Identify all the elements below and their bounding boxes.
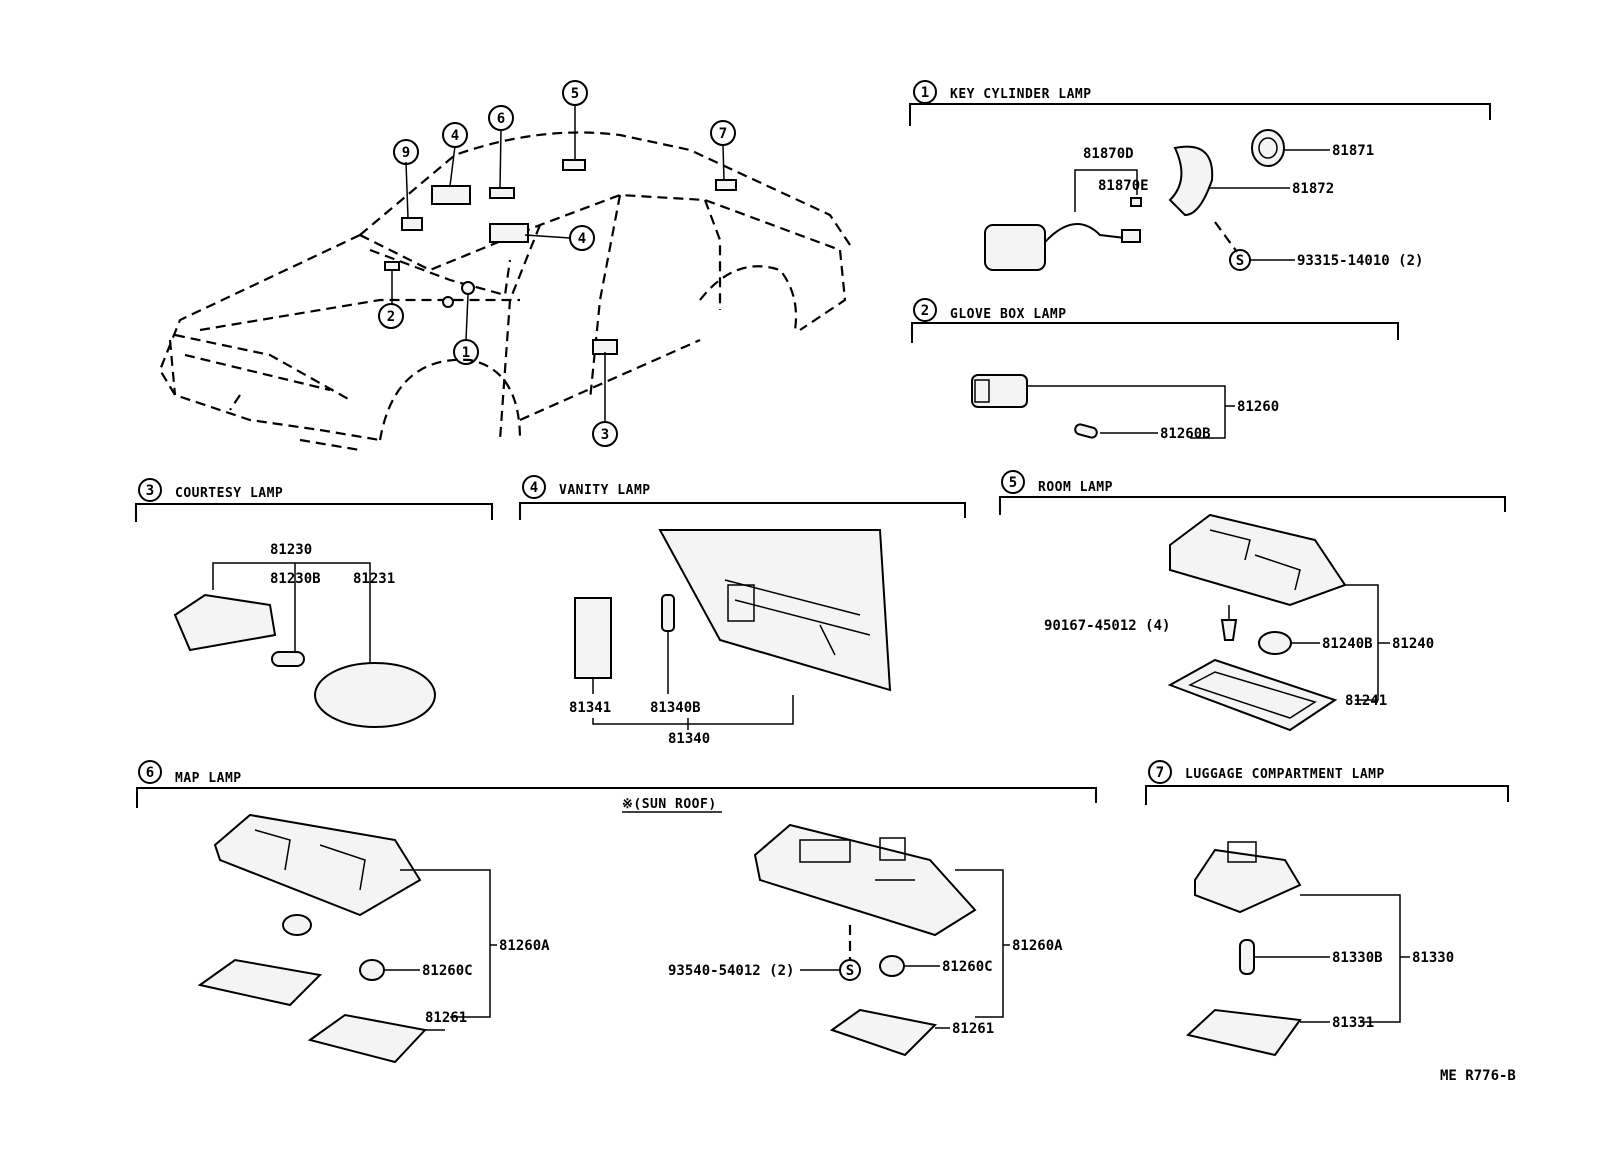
- label-81260C-left: 81260C: [422, 963, 473, 979]
- section-map-lamp: 6 MAP LAMP ※(SUN ROOF) 81260A 81260C 812…: [136, 760, 1097, 1064]
- svg-text:4: 4: [530, 480, 538, 496]
- car-callout-1: 1: [453, 339, 479, 365]
- car-callout-7: 7: [710, 120, 736, 146]
- svg-text:6: 6: [146, 765, 154, 781]
- room-lamp-lens: [1167, 658, 1338, 732]
- section-title: LUGGAGE COMPARTMENT LAMP: [1185, 767, 1385, 782]
- label-81330: 81330: [1412, 950, 1454, 966]
- car-callout-4-lower: 4: [569, 225, 595, 251]
- label-81870D: 81870D: [1083, 146, 1134, 162]
- label-81261-left: 81261: [425, 1010, 467, 1026]
- car-overview-illustration: 5 6 7 9 4 4 2 1: [158, 80, 851, 452]
- section-glove-box-lamp: 2 GLOVE BOX LAMP 81260 81260B: [911, 298, 1399, 442]
- part-81341: [574, 597, 612, 679]
- label-81331: 81331: [1332, 1015, 1374, 1031]
- svg-text:3: 3: [601, 427, 609, 443]
- car-callout-3: 3: [592, 421, 618, 447]
- svg-text:1: 1: [921, 85, 929, 101]
- section-courtesy-lamp: 3 COURTESY LAMP 81230 81230B 81231: [135, 478, 493, 728]
- label-81260: 81260: [1237, 399, 1279, 415]
- glove-box-lamp-part: [971, 374, 1028, 408]
- section-luggage-compartment-lamp: 7 LUGGAGE COMPARTMENT LAMP 81330B 81330 …: [1145, 760, 1509, 1057]
- sunroof-note: ※(SUN ROOF): [622, 797, 717, 812]
- label-81340: 81340: [668, 731, 710, 747]
- label-81241: 81241: [1345, 693, 1387, 709]
- label-81260A-left: 81260A: [499, 938, 550, 954]
- svg-text:S: S: [846, 963, 854, 979]
- car-callout-4-upper: 4: [442, 122, 468, 148]
- map-lamp-housing-left: [213, 813, 422, 917]
- map-lens-left-2: [307, 1013, 427, 1064]
- section-title: GLOVE BOX LAMP: [950, 307, 1067, 322]
- label-81872: 81872: [1292, 181, 1334, 197]
- section-vanity-lamp: 4 VANITY LAMP 81341 81340B 81340: [519, 475, 966, 747]
- label-81240B: 81240B: [1322, 636, 1373, 652]
- svg-text:6: 6: [497, 111, 505, 127]
- map-lens-left-1: [197, 958, 323, 1007]
- label-81231: 81231: [353, 571, 395, 587]
- svg-text:S: S: [1236, 253, 1244, 269]
- svg-text:7: 7: [719, 126, 727, 142]
- svg-text:3: 3: [146, 483, 154, 499]
- svg-text:9: 9: [402, 145, 410, 161]
- label-93315-14010: 93315-14010 (2): [1297, 253, 1423, 269]
- svg-text:2: 2: [387, 309, 395, 325]
- label-81330B: 81330B: [1332, 950, 1383, 966]
- car-callout-5: 5: [562, 80, 588, 106]
- section-title: MAP LAMP: [175, 771, 242, 786]
- label-81260C-right: 81260C: [942, 959, 993, 975]
- label-93540-54012: 93540-54012 (2): [668, 963, 794, 979]
- section-title: VANITY LAMP: [559, 483, 651, 498]
- key-cylinder-lamp-part: [984, 224, 1046, 271]
- section-key-cylinder-lamp: 1 KEY CYLINDER LAMP 81870D 81870E 81872 …: [909, 80, 1491, 271]
- section-room-lamp: 5 ROOM LAMP 81240 90167-45012 (4) 81240B…: [999, 470, 1506, 732]
- label-81340B: 81340B: [650, 700, 701, 716]
- courtesy-lamp-housing: [173, 593, 277, 652]
- svg-text:5: 5: [1009, 475, 1017, 491]
- car-callout-6: 6: [488, 105, 514, 131]
- svg-text:4: 4: [451, 128, 459, 144]
- label-81240: 81240: [1392, 636, 1434, 652]
- section-title: COURTESY LAMP: [175, 486, 283, 501]
- label-81260B: 81260B: [1160, 426, 1211, 442]
- label-90167-45012: 90167-45012 (4): [1044, 618, 1170, 634]
- part-81871: [1251, 129, 1285, 167]
- svg-text:5: 5: [571, 86, 579, 102]
- label-81230B: 81230B: [270, 571, 321, 587]
- section-title: KEY CYLINDER LAMP: [950, 87, 1092, 102]
- luggage-lamp-housing: [1194, 848, 1302, 914]
- svg-text:4: 4: [578, 231, 586, 247]
- car-callout-9: 9: [393, 139, 419, 165]
- diagram-reference-code: ME R776-B: [1440, 1068, 1516, 1084]
- svg-text:2: 2: [921, 303, 929, 319]
- map-lens-right: [829, 1008, 938, 1057]
- part-81872: [1168, 145, 1214, 217]
- luggage-lamp-lens: [1185, 1008, 1302, 1057]
- label-81230: 81230: [270, 542, 312, 558]
- label-81871: 81871: [1332, 143, 1374, 159]
- section-title: ROOM LAMP: [1038, 480, 1113, 495]
- label-81261-right: 81261: [952, 1021, 994, 1037]
- car-callout-2: 2: [378, 303, 404, 329]
- room-lamp-housing: [1169, 513, 1347, 607]
- courtesy-lamp-lens: [314, 662, 436, 728]
- label-81260A-right: 81260A: [1012, 938, 1063, 954]
- svg-text:7: 7: [1156, 765, 1164, 781]
- label-81341: 81341: [569, 700, 611, 716]
- map-lamp-housing-right: [753, 823, 977, 937]
- svg-text:1: 1: [462, 345, 470, 361]
- label-81870E: 81870E: [1098, 178, 1149, 194]
